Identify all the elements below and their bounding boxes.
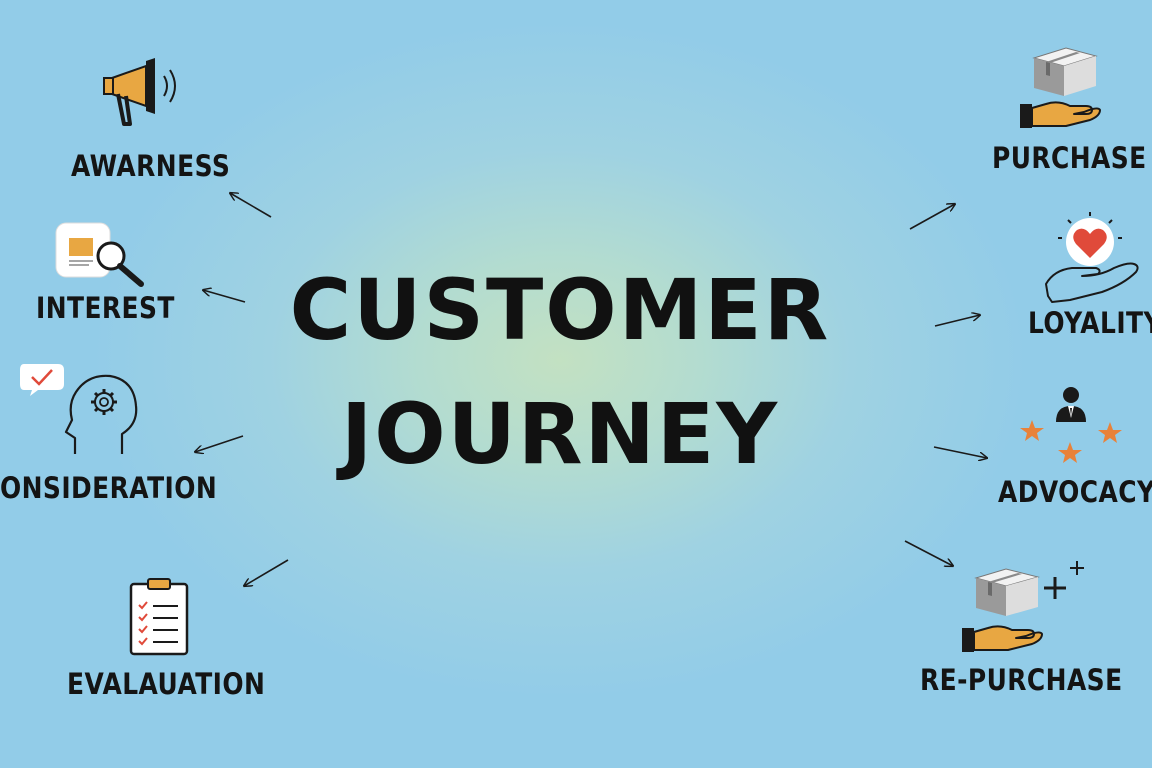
arrow-to-awareness bbox=[230, 193, 272, 218]
stage-label-loyalty: LOYALITY bbox=[1028, 306, 1152, 340]
title-line-1: CUSTOMER bbox=[289, 261, 831, 359]
arrow-to-repurchase bbox=[904, 540, 953, 566]
stage-label-awareness: AWARNESS bbox=[71, 149, 231, 183]
clipboard-checklist-icon bbox=[129, 578, 189, 656]
hand-box-icon bbox=[1020, 47, 1101, 128]
stage-label-purchase: PURCHASE bbox=[992, 141, 1147, 175]
arrow-to-consideration bbox=[195, 435, 244, 452]
stage-label-advocacy: ADVOCACY bbox=[998, 475, 1152, 509]
arrow-to-purchase bbox=[909, 204, 955, 230]
arrow-to-loyalty bbox=[934, 315, 980, 327]
hand-heart-icon bbox=[1045, 212, 1139, 303]
magnifier-icon bbox=[55, 222, 144, 287]
title-line-2: JOURNEY bbox=[340, 385, 780, 483]
arrow-to-evaluation bbox=[244, 559, 289, 586]
megaphone-icon bbox=[103, 58, 176, 126]
stage-label-evaluation: EVALAUATION bbox=[67, 667, 266, 701]
hand-box-plus-icon bbox=[962, 561, 1084, 652]
stage-label-consideration: ONSIDERATION bbox=[0, 471, 218, 505]
arrow-to-advocacy bbox=[933, 446, 987, 458]
stage-label-repurchase: RE-PURCHASE bbox=[920, 663, 1123, 697]
arrow-to-interest bbox=[203, 290, 246, 303]
stage-label-interest: INTEREST bbox=[36, 291, 175, 325]
person-stars-icon bbox=[1020, 387, 1122, 463]
head-gear-icon bbox=[20, 364, 138, 454]
